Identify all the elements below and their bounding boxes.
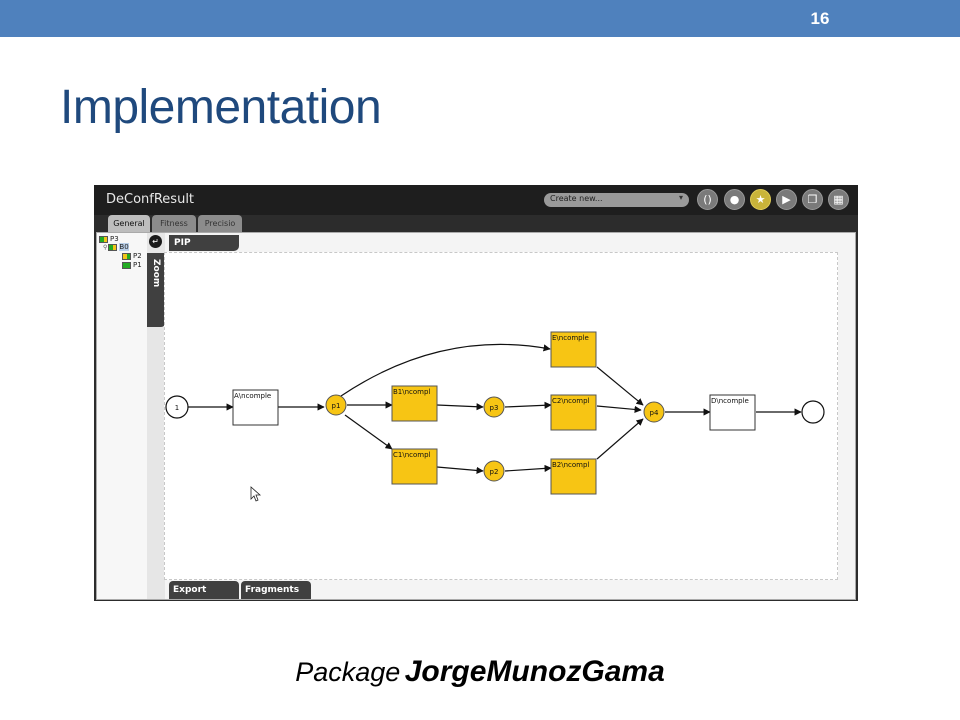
create-new-value: Create new... — [550, 194, 603, 203]
transition-b1[interactable] — [391, 385, 438, 422]
tab-bar: General Fitness Precisio — [94, 215, 858, 232]
tree-item-p1[interactable]: P1 — [122, 261, 142, 269]
window-title: DeConfResult — [106, 192, 195, 207]
transition-d[interactable] — [709, 394, 756, 431]
tab-precision[interactable]: Precisio — [198, 215, 242, 232]
arc — [504, 401, 552, 409]
grid-icon[interactable]: ▦ — [828, 189, 849, 210]
create-new-dropdown[interactable]: Create new... ▾ — [544, 193, 689, 207]
transition-b2[interactable] — [550, 458, 597, 495]
slide-caption: Package JorgeMunozGama — [0, 655, 960, 689]
copy-icon[interactable]: ❐ — [802, 189, 823, 210]
transition-label: B2\ncompl — [552, 461, 589, 469]
tab-fitness[interactable]: Fitness — [152, 215, 196, 232]
tree-item-status-icon — [99, 235, 108, 243]
arc — [340, 343, 551, 397]
mouse-cursor-icon — [250, 486, 262, 502]
arc — [596, 405, 642, 413]
transition-label: C1\ncompl — [393, 451, 431, 459]
petri-net-canvas[interactable]: 1 p1 p3 p2 p4 A\ncomple B1\ncompl C1\nco… — [164, 252, 838, 580]
arc — [436, 466, 484, 475]
tree-item-status-icon — [122, 252, 131, 260]
tab-general[interactable]: General — [108, 215, 150, 232]
petri-net-diagram: 1 p1 p3 p2 p4 A\ncomple B1\ncompl C1\nco… — [165, 331, 825, 502]
arc — [344, 414, 393, 450]
app-header: DeConfResult Create new... ▾ () ● ★ ▶ ❐ … — [94, 185, 858, 215]
transition-e[interactable] — [550, 331, 597, 368]
tree-item-b0[interactable]: ⚲ B0 — [103, 243, 129, 251]
place-label: p4 — [650, 409, 659, 417]
star-icon[interactable]: ★ — [750, 189, 771, 210]
slide-title: Implementation — [60, 81, 382, 134]
export-panel-tab[interactable]: Export — [169, 581, 239, 599]
transition-a[interactable] — [232, 389, 279, 426]
app-window: DeConfResult Create new... ▾ () ● ★ ▶ ❐ … — [94, 185, 858, 601]
place-p1[interactable] — [325, 394, 347, 416]
place-p3[interactable] — [483, 396, 505, 418]
transition-label: B1\ncompl — [393, 388, 430, 396]
parentheses-icon[interactable]: () — [697, 189, 718, 210]
drop-icon[interactable]: ● — [724, 189, 745, 210]
fragments-panel-tab[interactable]: Fragments — [241, 581, 311, 599]
zoom-label: Zoom — [151, 259, 161, 288]
play-icon[interactable]: ▶ — [776, 189, 797, 210]
tree-item-p3[interactable]: P3 — [99, 235, 119, 243]
arc — [504, 464, 552, 473]
transition-label: A\ncomple — [234, 392, 271, 400]
tree-item-p2[interactable]: P2 — [122, 252, 142, 260]
tree-item-label: P2 — [133, 252, 142, 260]
pip-panel-tab[interactable]: PIP — [169, 235, 239, 251]
arc — [596, 366, 644, 406]
caption-package-name: JorgeMunozGama — [404, 655, 665, 688]
transition-label: E\ncomple — [552, 334, 589, 342]
content-area: P3 ⚲ B0 P2 P1 ↵ Zoom PIP — [96, 232, 856, 600]
end-place[interactable] — [801, 400, 825, 424]
start-place-label: 1 — [175, 404, 179, 412]
tree-item-label: P3 — [110, 235, 119, 243]
zoom-panel-tab[interactable]: Zoom — [147, 253, 165, 327]
expand-icon[interactable]: ⚲ — [103, 243, 108, 251]
transition-c2[interactable] — [550, 394, 597, 431]
place-label: p3 — [490, 404, 499, 412]
arc — [596, 418, 644, 460]
place-label: p2 — [490, 468, 499, 476]
slide-number: 16 — [810, 9, 830, 28]
tree-item-label: B0 — [119, 243, 129, 251]
transition-label: C2\ncompl — [552, 397, 590, 405]
tree-item-label: P1 — [133, 261, 142, 269]
transition-label: D\ncomple — [711, 397, 749, 405]
pattern-tree: P3 ⚲ B0 P2 P1 — [97, 233, 149, 599]
chevron-down-icon: ▾ — [678, 193, 683, 202]
place-label: p1 — [332, 402, 341, 410]
tree-item-status-icon — [122, 261, 131, 269]
tree-item-status-icon — [108, 243, 118, 251]
place-p2[interactable] — [483, 460, 505, 482]
place-p4[interactable] — [643, 401, 665, 423]
start-place[interactable] — [165, 395, 189, 419]
transition-c1[interactable] — [391, 448, 438, 485]
slide-top-bar: 16 — [0, 0, 960, 37]
back-icon[interactable]: ↵ — [149, 235, 162, 248]
caption-prefix: Package — [295, 657, 401, 687]
arc — [436, 403, 484, 411]
